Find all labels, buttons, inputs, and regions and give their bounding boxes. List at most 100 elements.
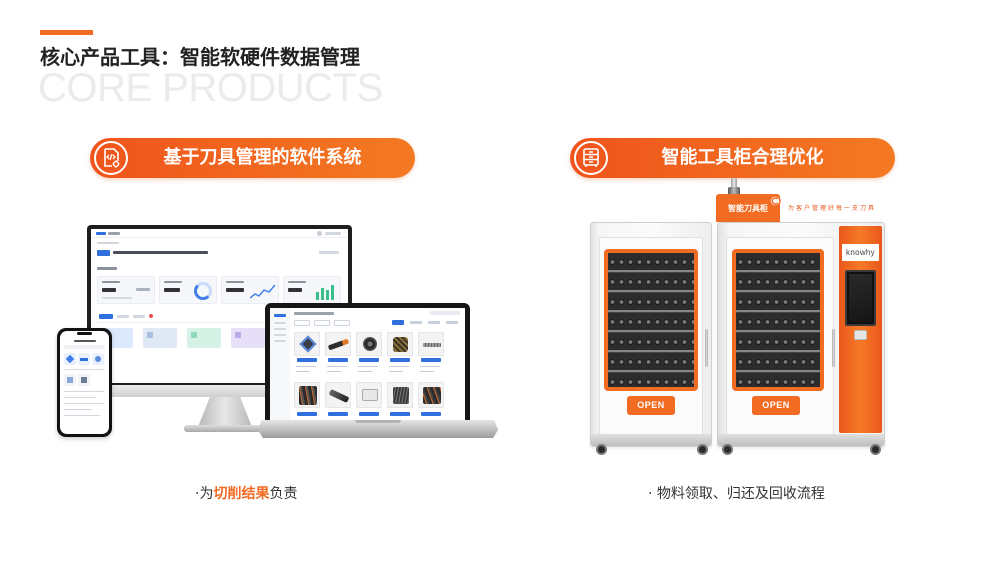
product-card — [356, 332, 382, 356]
brand-logo: knowhy — [846, 248, 875, 257]
cabinet-icon — [583, 148, 599, 167]
cabinet-caption: · 物料领取、归还及回收流程 — [648, 486, 825, 502]
card-label — [164, 281, 182, 283]
card-button — [297, 358, 317, 362]
section-label — [97, 267, 117, 270]
sidebar-item — [274, 328, 286, 330]
tool-image — [67, 377, 73, 383]
card-label — [288, 281, 306, 283]
status-badge — [97, 250, 110, 256]
cabinet-heading: 智能工具柜合理优化 — [661, 147, 824, 168]
product-card — [387, 382, 413, 408]
cabinet-base — [718, 434, 884, 446]
toolbar-chip — [392, 320, 404, 325]
laptop-notch — [355, 420, 401, 423]
screen-glass — [849, 274, 872, 322]
stat-card — [159, 276, 217, 304]
card-value — [102, 288, 116, 292]
software-caption: ·为切削结果负责 — [195, 484, 297, 504]
pill-icon-ring — [94, 141, 128, 175]
filter-tab — [334, 320, 350, 326]
caster-wheel — [697, 444, 708, 455]
card-value — [164, 288, 180, 292]
phone-text-line — [64, 369, 104, 370]
app-name-line — [108, 232, 120, 235]
donut-chart — [194, 282, 212, 300]
cabinet-base — [591, 434, 711, 446]
product-card — [418, 332, 444, 356]
open-button: OPEN — [627, 396, 675, 415]
module-tile — [231, 328, 265, 348]
breadcrumb — [97, 242, 119, 244]
cabinet-badge: 智能刀具柜 — [716, 194, 780, 222]
phone — [57, 328, 112, 437]
caster-wheel — [596, 444, 607, 455]
card-text-line — [296, 366, 316, 367]
filter-tab — [314, 320, 330, 326]
stat-card — [283, 276, 341, 304]
caption-suffix: 负责 — [269, 486, 298, 502]
monitor-base — [184, 425, 266, 432]
pill-icon-ring — [574, 141, 608, 175]
mini-bar — [326, 290, 329, 300]
tile-icon — [191, 332, 197, 338]
card-button — [359, 358, 379, 362]
phone-screen — [60, 331, 109, 434]
card-button — [297, 412, 317, 416]
product-card — [294, 382, 320, 408]
sidebar-item — [274, 340, 286, 342]
tool-image — [80, 358, 88, 361]
phone-image-tile — [78, 353, 90, 365]
cabinet-right-unit: OPEN knowhy — [717, 222, 885, 447]
watermark-text: CORE PRODUCTS — [38, 66, 383, 110]
phone-search-bar — [64, 345, 105, 349]
tool-image — [65, 354, 75, 364]
tab — [117, 315, 129, 318]
stat-card — [221, 276, 279, 304]
toolbar-chip — [410, 321, 422, 324]
cutting-tool-figure — [726, 178, 742, 196]
tool-holder — [728, 187, 740, 196]
user-line — [325, 232, 341, 235]
stat-card — [97, 276, 155, 304]
action-line — [319, 251, 339, 254]
card-text-line — [296, 371, 310, 372]
card-text-line — [389, 371, 403, 372]
sidebar-item — [274, 322, 286, 324]
card-button — [359, 412, 379, 416]
toolbar-chip — [446, 321, 458, 324]
product-card — [325, 382, 351, 408]
door-handle — [705, 329, 708, 367]
card-value — [288, 288, 302, 292]
phone-text-line — [64, 391, 104, 392]
card-trend — [136, 288, 150, 291]
caption-highlight: 切削结果 — [213, 486, 270, 502]
door-handle — [832, 329, 835, 367]
card-button — [421, 358, 441, 362]
card-reader — [854, 330, 867, 340]
caption-prefix: ·为 — [195, 486, 214, 502]
caster-wheel — [722, 444, 733, 455]
laptop — [265, 303, 470, 421]
software-heading: 基于刀具管理的软件系统 — [163, 147, 362, 168]
sidebar-item — [274, 334, 286, 336]
code-document-icon — [104, 148, 120, 168]
card-note — [102, 297, 132, 299]
card-text-line — [358, 366, 378, 367]
filter-tab — [294, 320, 310, 326]
app-topbar — [91, 229, 348, 238]
product-card — [325, 332, 351, 356]
card-text-line — [327, 366, 347, 367]
insert-image — [299, 335, 317, 353]
touch-screen — [845, 270, 876, 326]
tool-compartment-grid — [732, 249, 824, 391]
drill-image — [327, 338, 350, 351]
phone-image-tile — [92, 353, 104, 365]
product-card — [294, 332, 320, 356]
cabinet-left-unit: OPEN — [590, 222, 712, 447]
card-text-line — [389, 366, 409, 367]
mini-bar — [316, 292, 319, 300]
cabinet-badge-text: 智能刀具柜 — [728, 203, 768, 213]
card-label — [226, 281, 244, 283]
